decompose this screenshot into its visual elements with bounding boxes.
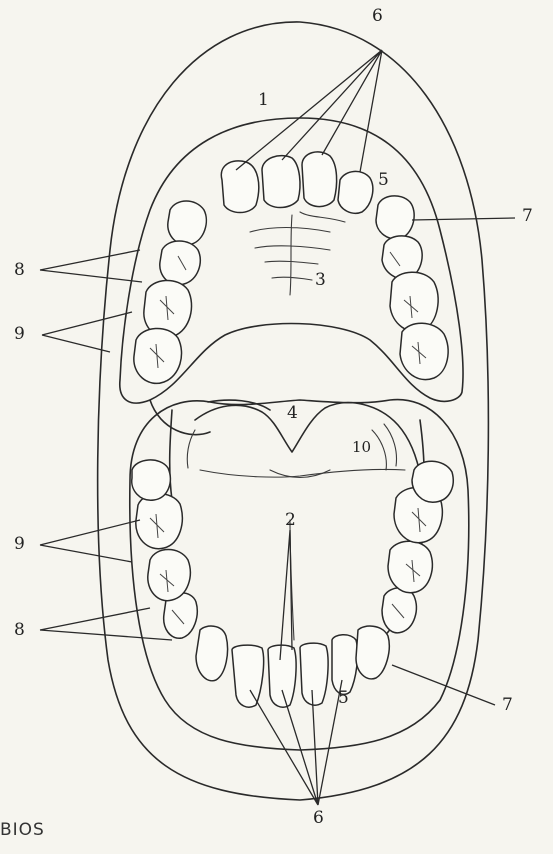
upper-canine [338,171,373,213]
label-4: 4 [287,405,298,422]
label-5-bottom: 5 [338,690,349,707]
label-1: 1 [258,92,269,109]
lower-premolar [382,588,416,633]
lower-molar [136,494,182,549]
lower-molar [132,460,171,500]
lower-incisor [268,645,296,707]
label-7-bottom: 7 [502,697,513,714]
upper-molar [400,323,448,379]
lower-incisor [232,645,264,707]
tongue-midline [270,470,330,640]
lower-incisor [300,643,328,705]
leader-7-top [412,218,515,220]
label-6-bottom: 6 [313,810,324,827]
lower-canine [356,626,389,679]
tongue-surface [200,469,405,477]
label-7-top: 7 [522,208,533,225]
label-10: 10 [352,440,371,455]
palate-rugae [250,212,345,295]
label-9-top: 9 [14,326,25,343]
palate-arch [150,400,210,435]
leader-2 [280,530,292,660]
label-5-top: 5 [378,172,389,189]
upper-premolar [376,196,414,239]
upper-premolar [168,201,207,245]
upper-incisor [262,156,300,208]
leader-8-top [40,250,142,282]
label-8-bottom: 8 [14,622,25,639]
label-2: 2 [285,512,296,529]
caption-text: BIOS [0,820,45,840]
label-3: 3 [315,272,326,289]
lower-molar [148,550,191,601]
upper-incisor [221,161,258,213]
upper-molar [390,272,438,331]
leader-7-bottom [392,665,495,705]
leader-9-bottom [40,520,140,562]
leader-8-bottom [40,608,172,640]
leader-9-top [42,312,132,352]
upper-incisor [302,152,337,207]
lower-canine [196,626,228,681]
label-8-top: 8 [14,262,25,279]
leader-6-bottom [250,680,342,805]
lower-incisor [332,635,358,695]
label-9-bottom: 9 [14,536,25,553]
label-6-top: 6 [372,8,383,25]
upper-premolar [160,241,201,285]
lower-molar [412,461,453,502]
